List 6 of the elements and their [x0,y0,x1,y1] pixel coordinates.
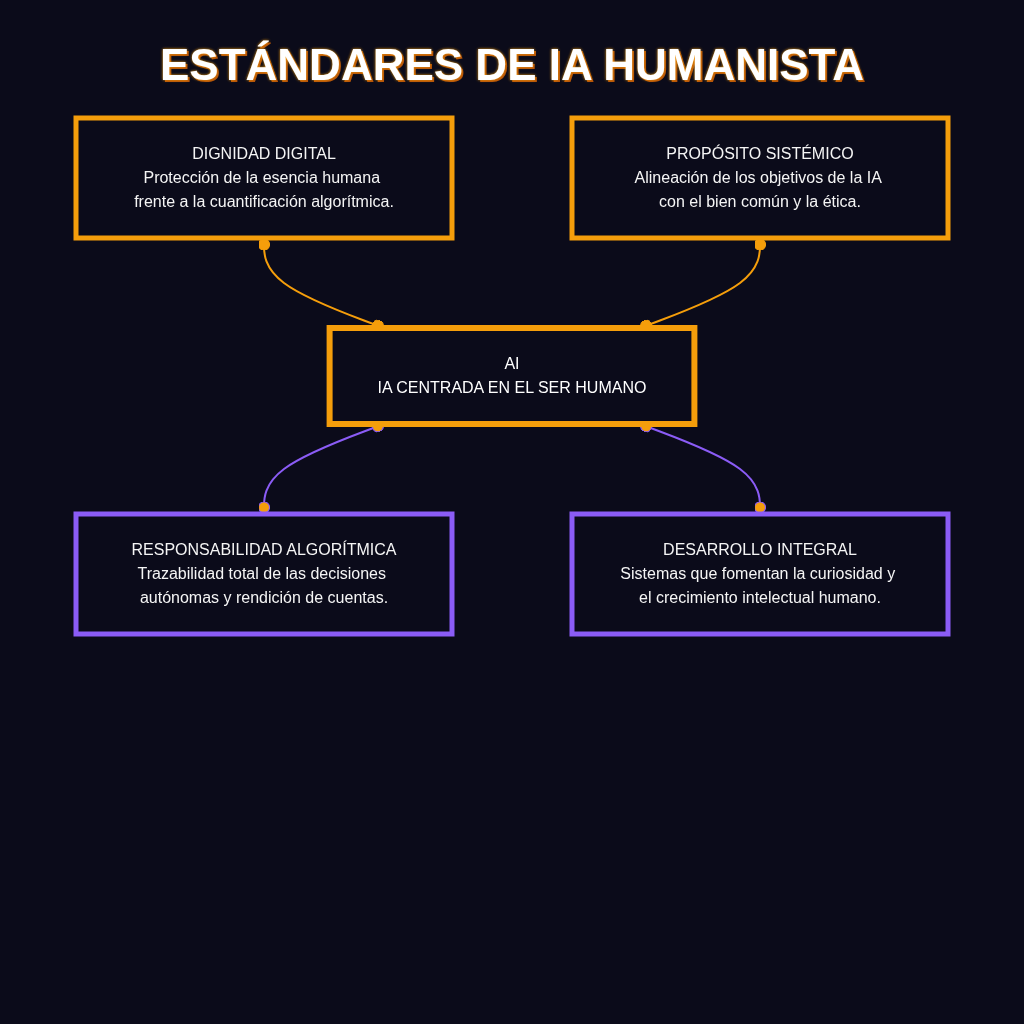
node-box: DIGNIDAD DIGITAL Protección de la esencia humana frente a la cuantificación algorítmica. [73,115,455,241]
title: ESTÁNDARES DE IA HUMANISTA [160,40,864,90]
node-box: AI IA CENTRADA EN EL SER HUMANO [326,325,698,427]
node-box: DESARROLLO INTEGRAL Sistemas que fomentan la curiosidad y el crecimiento intelectual humano. [569,511,951,637]
node-box: PROPÓSITO SISTÉMICO Alineación de los objetivos de la IA con el bien común y la ética. [569,115,951,241]
node-box: RESPONSABILIDAD ALGORÍTMICA Trazabilidad total de las decisiones autónomas y rendición de cuentas. [73,511,455,637]
